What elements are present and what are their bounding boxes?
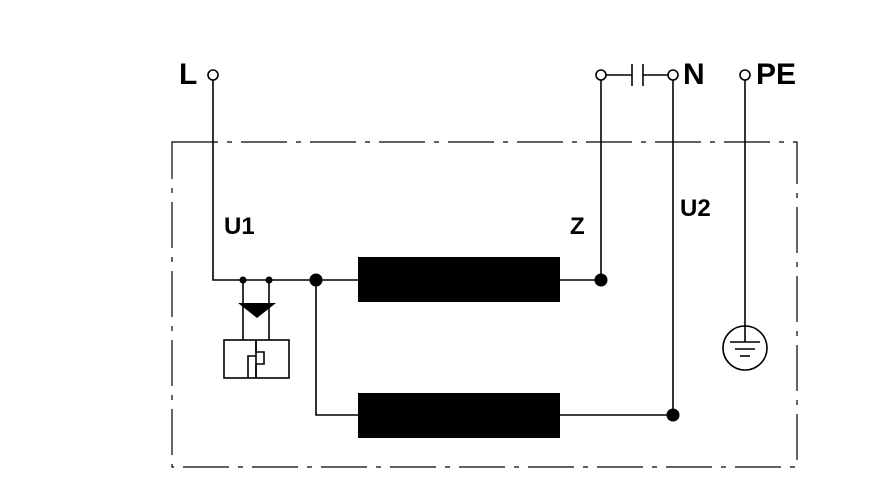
auxiliary-winding bbox=[358, 393, 560, 438]
terminal-n bbox=[667, 69, 679, 81]
junction-dot-protector-right bbox=[265, 276, 273, 284]
capacitor-icon bbox=[606, 64, 668, 86]
u1-lower-branch-wire bbox=[315, 280, 358, 416]
line-wire bbox=[212, 80, 358, 281]
terminal-pe bbox=[739, 69, 751, 81]
terminal-z bbox=[595, 69, 607, 81]
terminal-label-pe: PE bbox=[756, 58, 796, 91]
junction-dot-protector-left bbox=[239, 276, 247, 284]
connection-label-u1: U1 bbox=[224, 213, 255, 240]
terminal-label-l: L bbox=[179, 58, 197, 91]
terminal-l bbox=[207, 69, 219, 81]
enclosure-boundary bbox=[171, 141, 798, 468]
connection-label-u2: U2 bbox=[680, 195, 711, 222]
main-winding bbox=[358, 257, 560, 302]
thermal-protector-icon bbox=[223, 280, 290, 379]
terminal-label-n: N bbox=[683, 58, 705, 91]
ground-icon bbox=[722, 325, 768, 371]
connection-label-z: Z bbox=[570, 213, 585, 240]
